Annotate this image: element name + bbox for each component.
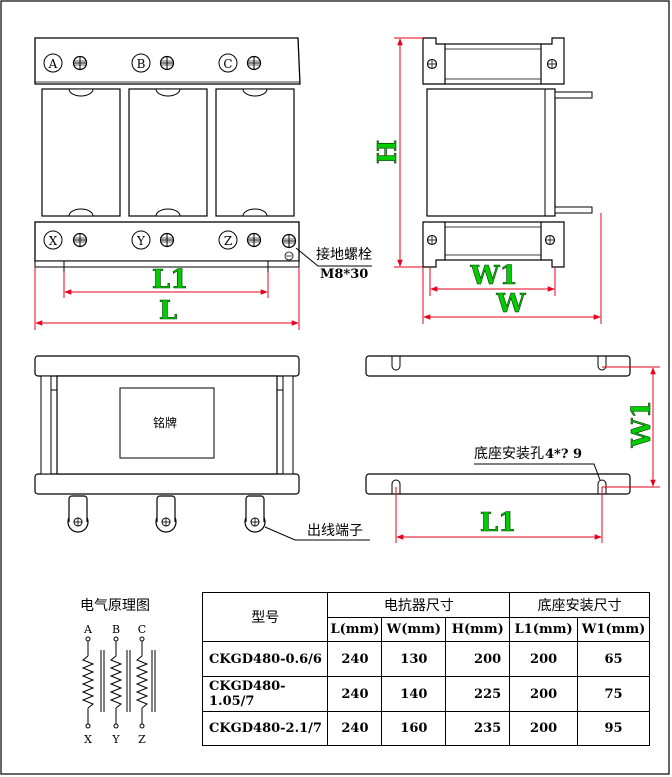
terminal-z-label: Z [224, 234, 232, 248]
dim-l-label: L [159, 296, 177, 326]
row-w: 130 [381, 641, 447, 677]
row-w1: 75 [577, 676, 650, 712]
hole-spec: 4*? 9 [545, 447, 582, 462]
row-w1: 65 [577, 641, 650, 677]
ground-bolt-spec: M8*30 [320, 267, 368, 282]
group2-header: 底座安装尺寸 [509, 592, 650, 618]
subheader-h: H(mm) [445, 617, 511, 642]
row-l1: 200 [509, 641, 579, 677]
table-row: CKGD480-0.6/6 240 130 200 200 65 [201, 641, 650, 677]
dim-h-label: H [373, 140, 403, 165]
subheader-w: W(mm) [381, 617, 447, 642]
schematic-x: X [84, 733, 92, 746]
terminal-a: A [43, 53, 88, 73]
terminal-y-label: Y [136, 234, 146, 248]
row-l: 240 [327, 711, 383, 746]
spec-table: 型号 电抗器尺寸 底座安装尺寸 L(mm) W(mm) H(mm) L1(mm)… [201, 592, 650, 746]
model-header: 型号 [201, 592, 329, 642]
terminal-b-label: B [137, 57, 146, 71]
schematic: 电气原理图 A B C [80, 598, 156, 746]
ground-bolt [281, 233, 297, 261]
terminal-c-label: C [223, 57, 232, 71]
row-h: 225 [445, 676, 511, 712]
base-view: W1 L1 底座安装孔 4*? 9 [365, 355, 660, 543]
coil-1 [41, 88, 121, 217]
dim-w1-side-label: W1 [469, 261, 517, 291]
dim-l1-label: L1 [152, 265, 188, 295]
schematic-a: A [83, 623, 93, 636]
row-h: 235 [445, 711, 511, 746]
row-w: 140 [381, 676, 447, 712]
terminal-x: X [43, 230, 88, 250]
row-model: CKGD480-2.1/7 [201, 711, 329, 746]
row-w1: 95 [577, 711, 650, 746]
terminal-y: Y [131, 230, 175, 250]
coil-3 [215, 88, 295, 217]
terminal-a-label: A [48, 57, 58, 71]
row-h: 200 [445, 641, 511, 677]
subheader-l: L(mm) [327, 617, 383, 642]
dim-l1-base-label: L1 [480, 508, 516, 538]
terminal-label: 出线端子 [307, 523, 363, 539]
schematic-b: B [112, 623, 120, 636]
winding-a [82, 636, 94, 729]
terminal-x-label: X [49, 234, 58, 248]
schematic-title: 电气原理图 [80, 598, 150, 614]
winding-c [136, 636, 148, 729]
table-row: CKGD480-2.1/7 240 160 235 200 95 [201, 711, 650, 746]
top-view: 铭牌 出线端子 [34, 355, 370, 541]
group1-header: 电抗器尺寸 [327, 592, 511, 618]
row-model: CKGD480-0.6/6 [201, 641, 329, 677]
terminal-z: Z [218, 230, 262, 250]
winding-b [110, 636, 122, 729]
dim-w-label: W [495, 289, 526, 319]
ground-bolt-label: 接地螺栓 [316, 246, 372, 263]
row-l1: 200 [509, 676, 579, 712]
terminal-c: C [218, 53, 262, 73]
schematic-y: Y [111, 733, 120, 746]
subheader-w1: W1(mm) [577, 617, 650, 642]
row-l: 240 [327, 676, 383, 712]
row-l: 240 [327, 641, 383, 677]
row-model: CKGD480-1.05/7 [201, 676, 329, 712]
schematic-c: C [138, 623, 146, 636]
front-view: A B C [34, 37, 372, 330]
side-view: H W1 W [373, 37, 602, 324]
terminal-b: B [131, 53, 175, 73]
table-row: CKGD480-1.05/7 240 140 225 200 75 [201, 676, 650, 712]
schematic-z: Z [138, 733, 146, 746]
dim-w1-base-label: W1 [627, 400, 657, 448]
hole-label: 底座安装孔 [474, 446, 544, 462]
row-l1: 200 [509, 711, 579, 746]
subheader-l1: L1(mm) [509, 617, 579, 642]
nameplate-label: 铭牌 [153, 415, 177, 430]
row-w: 160 [381, 711, 447, 746]
coil-2 [128, 88, 208, 217]
nameplate [119, 387, 215, 459]
